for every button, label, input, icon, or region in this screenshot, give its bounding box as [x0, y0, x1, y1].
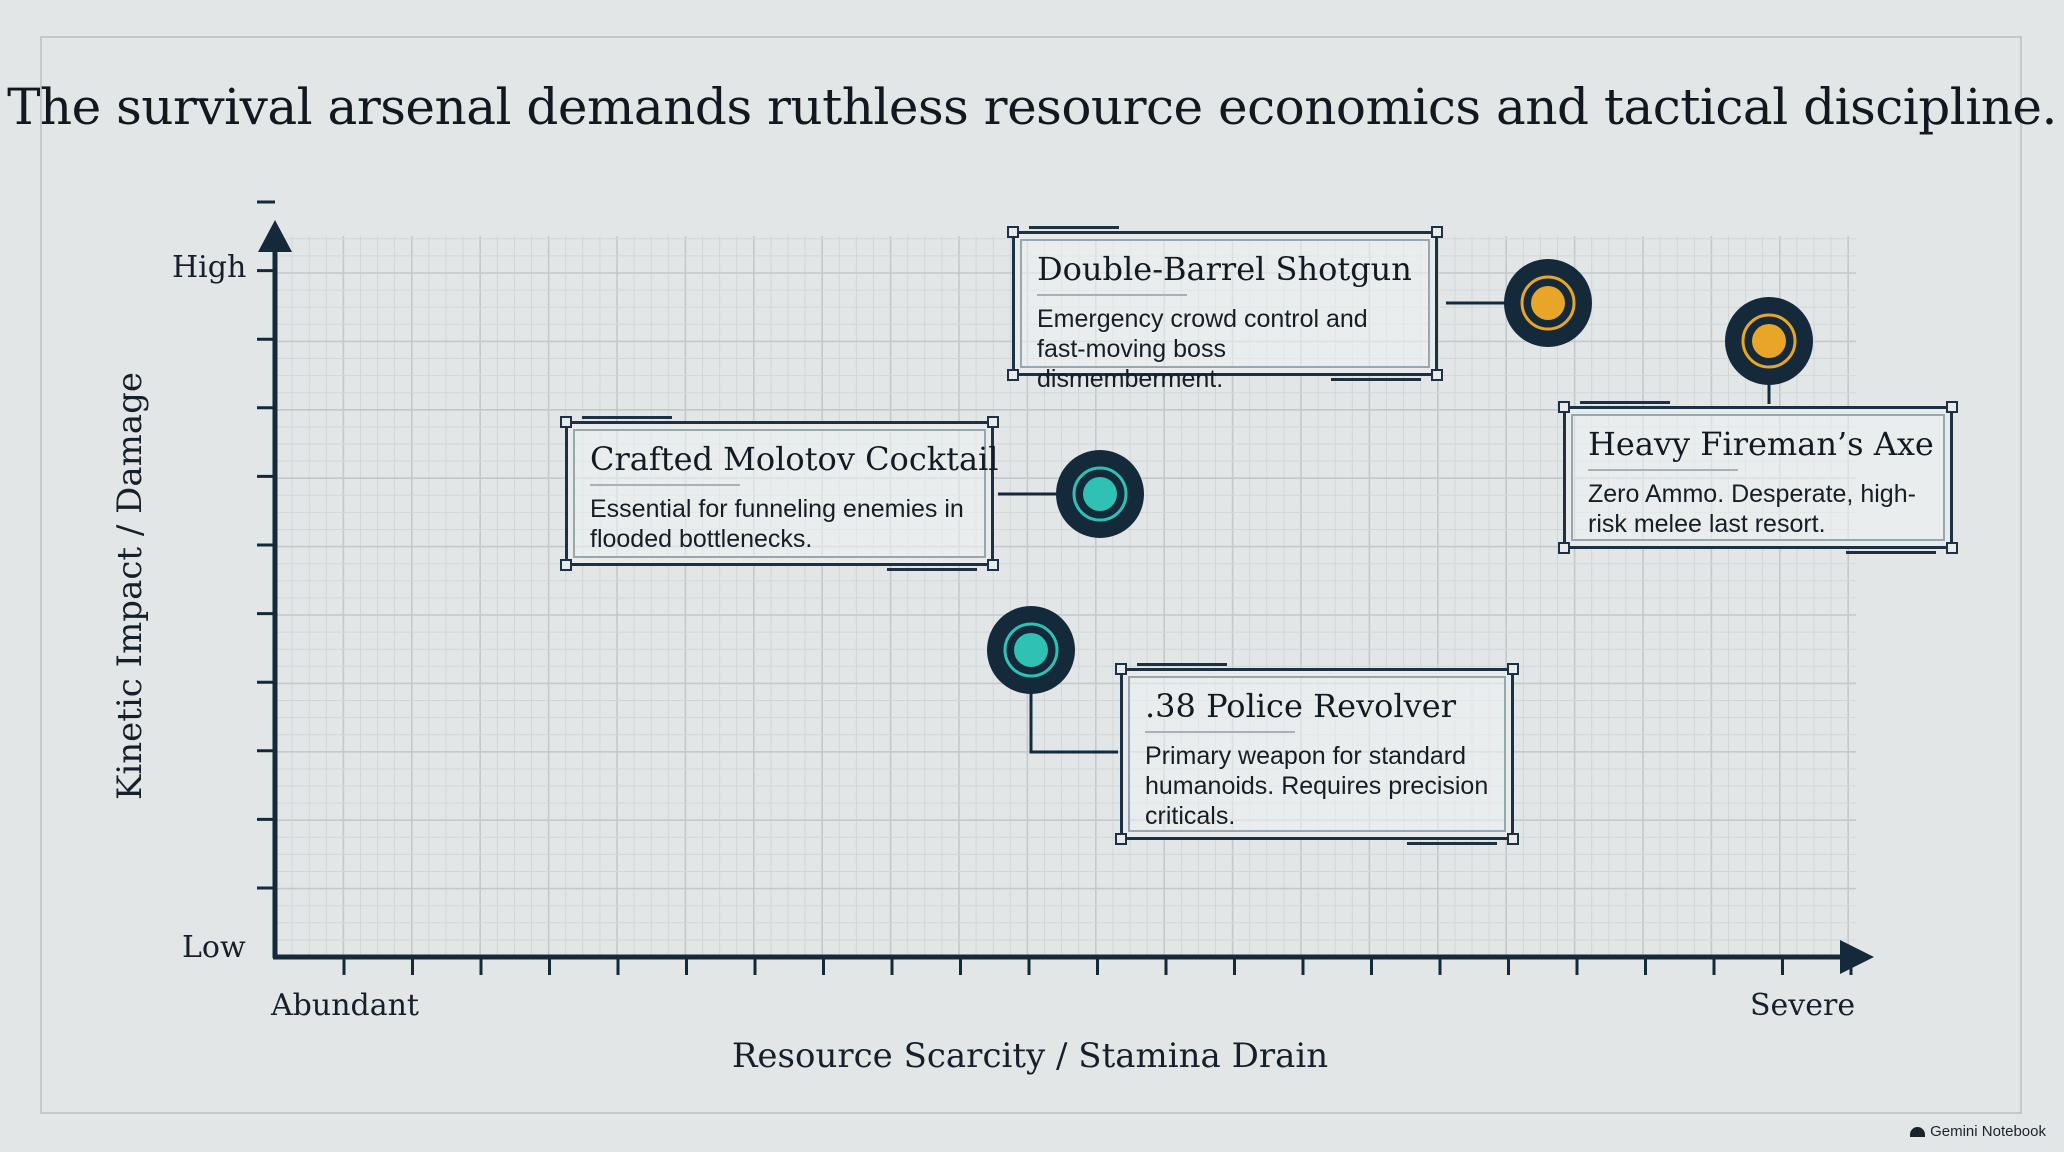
callout-axe: Heavy Fireman’s Axe Zero Ammo. Desperate… — [1558, 401, 1958, 554]
marker-revolver — [987, 606, 1075, 694]
x-axis-title: Resource Scarcity / Stamina Drain — [731, 1036, 1329, 1076]
callout-title: .38 Police Revolver — [1145, 687, 1456, 733]
callout-molotov: Crafted Molotov Cocktail Essential for f… — [560, 416, 999, 571]
markers — [987, 259, 1813, 694]
callout-description: Primary weapon for standard humanoids. R… — [1145, 742, 1489, 830]
y-axis-title: Kinetic Impact / Damage — [110, 371, 150, 801]
axes — [258, 220, 1874, 974]
y-axis-arrow — [258, 220, 292, 252]
callout-revolver: .38 Police Revolver Primary weapon for s… — [1115, 663, 1519, 845]
callout-description: Zero Ammo. Desperate, high-risk melee la… — [1588, 480, 1916, 538]
slide-frame — [40, 36, 2022, 1114]
callout-title: Double-Barrel Shotgun — [1037, 250, 1412, 296]
page-title: The survival arsenal demands ruthless re… — [7, 78, 2057, 136]
axis-ticks — [257, 200, 1853, 975]
marker-shotgun — [1504, 259, 1592, 347]
x-axis-arrow — [1840, 940, 1874, 974]
callout-description: Emergency crowd control and fast-moving … — [1037, 305, 1368, 393]
x-axis-high-label: Severe — [1750, 988, 1856, 1023]
notebook-logo-icon — [1910, 1126, 1926, 1137]
callout-description: Essential for funneling enemies in flood… — [590, 495, 964, 553]
y-axis-high-label: High — [172, 250, 247, 285]
watermark-text: Gemini Notebook — [1930, 1123, 2046, 1140]
marker-axe — [1725, 297, 1813, 385]
callout-shotgun: Double-Barrel Shotgun Emergency crowd co… — [1007, 226, 1443, 393]
callout-title: Heavy Fireman’s Axe — [1588, 425, 1934, 471]
y-axis-low-label: Low — [182, 930, 246, 965]
marker-molotov — [1056, 450, 1144, 538]
x-axis-low-label: Abundant — [271, 988, 419, 1023]
callout-title: Crafted Molotov Cocktail — [590, 440, 999, 486]
watermark: Gemini Notebook — [1910, 1123, 2046, 1140]
connector-revolver — [1029, 690, 1118, 754]
